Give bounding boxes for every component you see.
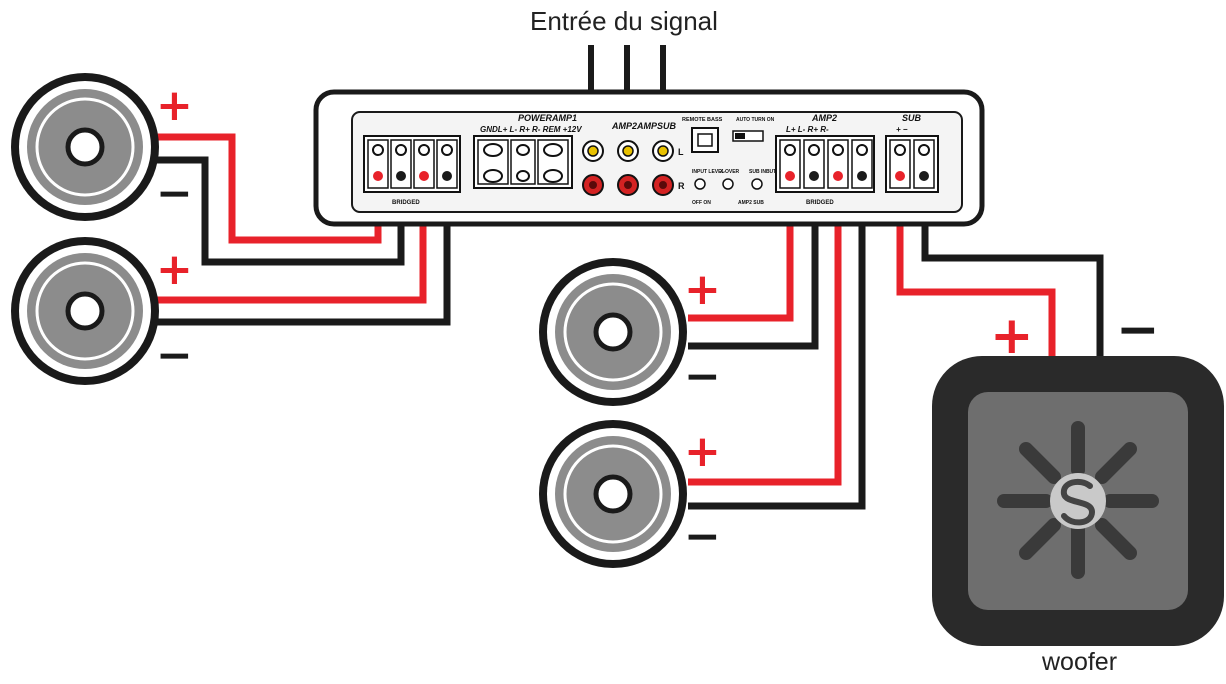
controls: REMOTE BASS AUTO TURN ON INPUT LEVEL X-O…: [682, 117, 776, 206]
wire-speaker1-negative: [150, 156, 405, 266]
x-over-label: X-OVER: [720, 169, 740, 175]
speaker4-plus-sign: +: [684, 426, 721, 477]
sub-label: SUB: [902, 113, 922, 123]
amp2ampsub-label: AMP2AMPSUB: [611, 121, 677, 131]
speaker2-plus-sign: +: [156, 244, 193, 295]
input-level-knob: [694, 178, 706, 190]
woofer-spokes: [997, 421, 1159, 579]
signal-input-label: Entrée du signal: [530, 6, 718, 36]
auto-turn-on-label: AUTO TURN ON: [736, 117, 775, 123]
auto-turn-on-switch: [732, 130, 764, 142]
speaker3-minus-sign: −: [684, 351, 721, 402]
sub-terminals-label: + −: [896, 125, 908, 134]
x-over-knob: [722, 178, 734, 190]
wire-speaker4-positive: [688, 175, 842, 486]
speaker-left-1: [11, 73, 159, 221]
amplifier: BRIDGED POWERAMP1 GNDL+ L- R+ R- REM +12…: [313, 89, 985, 227]
speaker3-plus-sign: +: [684, 264, 721, 315]
remote-bass-label: REMOTE BASS: [682, 117, 723, 123]
speaker1-minus-sign: −: [156, 168, 193, 219]
wire-woofer-positive: [896, 175, 1056, 360]
bridged-label-left: BRIDGED: [392, 200, 420, 206]
speaker-right-2: [539, 420, 687, 568]
speaker4-minus-sign: −: [684, 511, 721, 562]
input-level-label: INPUT LEVEL: [692, 169, 725, 175]
woofer-plus-sign: +: [990, 306, 1034, 366]
woofer-minus-sign: −: [1116, 300, 1160, 360]
speaker1-plus-sign: +: [156, 80, 193, 131]
speaker-left-2: [11, 237, 159, 385]
sub-inbut-label: SUB INBUT: [749, 169, 776, 175]
wire-speaker4-negative: [688, 175, 866, 510]
rca-inputs: L R: [582, 140, 685, 196]
power-connector: [473, 135, 573, 189]
sub-input-knob: [751, 178, 763, 190]
woofer-logo-s-icon: [1060, 478, 1096, 526]
sub-terminals: SUB + −: [885, 113, 939, 193]
wire-speaker3-negative: [688, 175, 819, 350]
poweramp1-terminals: BRIDGED: [363, 135, 461, 206]
poweramp1-label: POWERAMP1: [518, 113, 577, 123]
rca-left-label: L: [678, 147, 684, 157]
amp2-label: AMP2: [811, 113, 837, 123]
amp2-sub-switch-label: AMP2 SUB: [738, 200, 764, 206]
speaker2-minus-sign: −: [156, 330, 193, 381]
dsp-switch-label: OFF ON: [692, 200, 711, 206]
amp2-terminals-label: L+ L- R+ R-: [786, 125, 829, 134]
wires: [150, 133, 1104, 510]
speaker-right-1: [539, 258, 687, 406]
amp2-terminals: AMP2 L+ L- R+ R- BRIDGED: [775, 113, 875, 206]
woofer-label: woofer: [1042, 648, 1118, 676]
bridged-label-right: BRIDGED: [806, 200, 834, 206]
woofer: [932, 356, 1224, 646]
rca-right-label: R: [678, 181, 685, 191]
poweramp1-terminals-label: GNDL+ L- R+ R- REM +12V: [480, 125, 582, 134]
